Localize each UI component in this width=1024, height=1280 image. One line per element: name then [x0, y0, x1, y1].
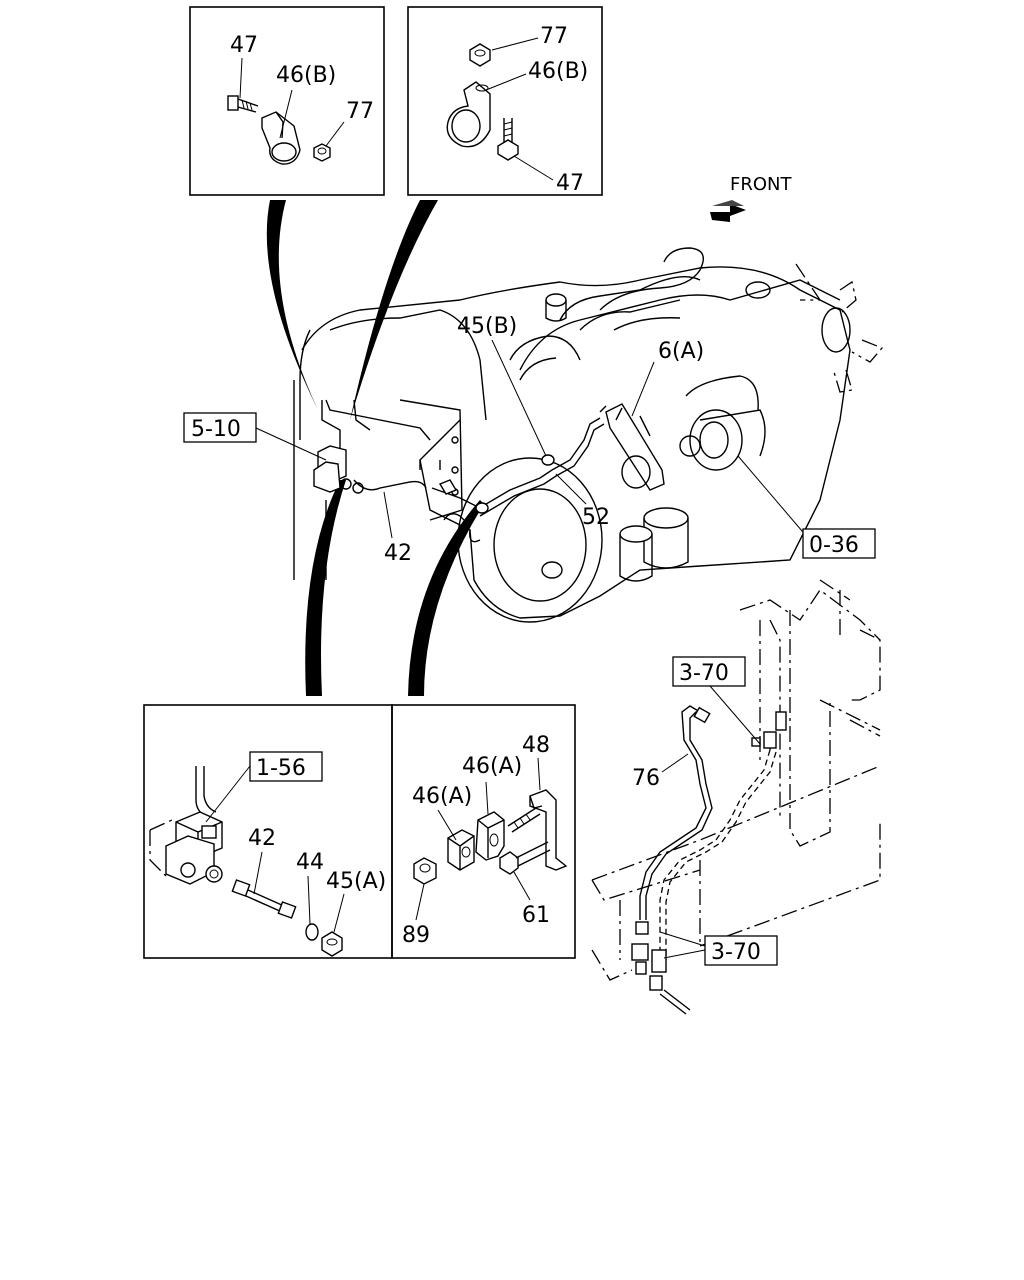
chassis-view: 76 3-70 3-70 [591, 579, 881, 1015]
callout-47: 47 [230, 33, 258, 58]
ref-3-70-label: 3-70 [711, 940, 761, 965]
engine-assembly [293, 247, 884, 623]
callout-52: 52 [582, 505, 610, 530]
callout-77: 77 [346, 99, 374, 124]
callout-44: 44 [296, 850, 324, 875]
front-indicator: FRONT [710, 174, 792, 222]
callout-45b: 45(B) [457, 314, 517, 339]
callout-46a: 46(A) [412, 784, 472, 809]
callout-42: 42 [384, 541, 412, 566]
callout-76: 76 [632, 766, 660, 791]
callout-42: 42 [248, 826, 276, 851]
inset-top-left: 47 46(B) 77 [189, 6, 385, 196]
washer-44-icon [305, 923, 319, 941]
ref-box-3-70-bottom[interactable]: 3-70 [704, 935, 778, 966]
callout-45a: 45(A) [326, 869, 386, 894]
ref-0-36-label: 0-36 [809, 533, 859, 558]
callout-46a: 46(A) [462, 754, 522, 779]
front-label: FRONT [730, 174, 792, 195]
bolt-47-icon [497, 118, 519, 161]
callout-77: 77 [540, 24, 568, 49]
inset-bottom-right: 48 46(A) 46(A) 89 61 [391, 704, 576, 959]
pipe-42-icon [231, 879, 297, 919]
ref-3-70-label: 3-70 [679, 661, 729, 686]
callout-48: 48 [522, 733, 550, 758]
ref-box-5-10[interactable]: 5-10 [183, 412, 257, 443]
ref-box-3-70-top[interactable]: 3-70 [672, 656, 746, 687]
clip-46b-icon [446, 81, 491, 148]
clip-46b-icon [261, 111, 301, 165]
bracket-48-icon [529, 789, 568, 871]
cushion-46a-icon [447, 829, 475, 871]
inset-bottom-left: 42 44 45(A) 1-56 [143, 704, 393, 959]
bolt-61-icon [499, 841, 551, 875]
callout-46b: 46(B) [276, 63, 336, 88]
bolt-47-icon [227, 95, 259, 113]
fan-icon [795, 263, 884, 393]
arrow-right-icon [710, 200, 746, 222]
callout-89: 89 [402, 923, 430, 948]
valve-cluster-icon [631, 921, 691, 1015]
nut-77-icon [469, 43, 491, 67]
inset-top-right: 77 46(B) 47 [407, 6, 603, 196]
nut-77-icon [313, 143, 331, 162]
bolt-icon [507, 807, 541, 833]
ref-box-0-36[interactable]: 0-36 [802, 528, 876, 559]
callout-46b: 46(B) [528, 59, 588, 84]
ref-5-10-label: 5-10 [191, 417, 241, 442]
callout-6a: 6(A) [658, 339, 704, 364]
flange-nut-89-icon [413, 857, 437, 885]
nut-45a-icon [321, 931, 343, 957]
solenoid-valve-icon [149, 766, 223, 885]
callout-47: 47 [556, 171, 584, 196]
ref-box-1-56[interactable]: 1-56 [249, 751, 323, 782]
callout-61: 61 [522, 903, 550, 928]
main-callouts: 45(B) 6(A) 52 42 [255, 314, 809, 566]
union-fitting-icon [693, 706, 787, 749]
cushion-46a-icon [475, 811, 505, 861]
leader-swooshes [266, 200, 484, 696]
ref-1-56-label: 1-56 [256, 756, 306, 781]
